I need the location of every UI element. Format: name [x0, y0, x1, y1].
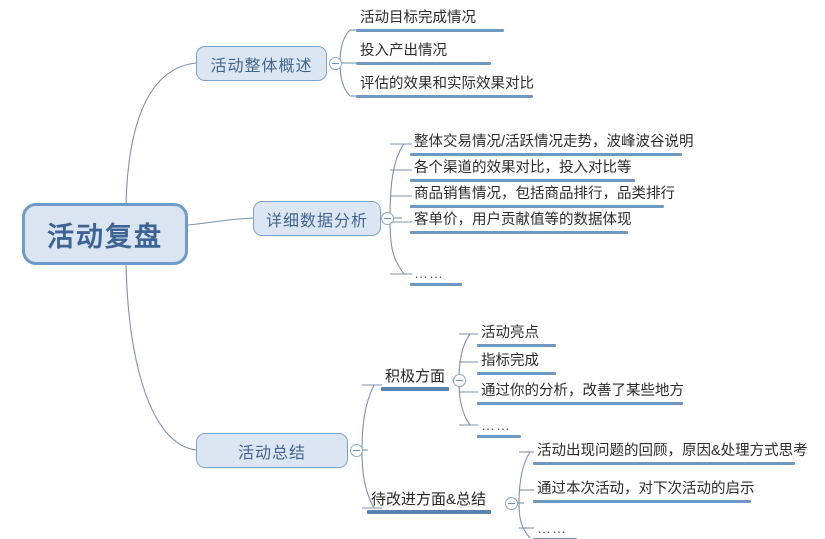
collapse-toggle-overview[interactable]: [329, 57, 342, 70]
leaf-node-label: 通过本次活动，对下次活动的启示: [537, 481, 755, 498]
leaf-node[interactable]: 投入产出情况: [356, 41, 491, 65]
leaf-node[interactable]: 指标完成: [477, 351, 556, 375]
leaf-node-label: ……: [414, 264, 444, 281]
branch-node-summary[interactable]: 活动总结: [196, 433, 348, 468]
leaf-underline: [533, 462, 795, 465]
root-node-label: 活动复盘: [47, 221, 163, 252]
branch-node-data-analysis[interactable]: 详细数据分析: [253, 201, 381, 236]
leaf-node[interactable]: 活动目标完成情况: [356, 8, 504, 32]
leaf-underline: [477, 435, 521, 438]
collapse-toggle-improvements[interactable]: [505, 497, 518, 510]
leaf-underline: [356, 62, 491, 65]
subbranch-node-positive-label: 积极方面: [385, 367, 446, 385]
leaf-underline: [410, 205, 664, 208]
subbranch-underline: [367, 510, 491, 514]
leaf-node-label: 通过你的分析，改善了某些地方: [481, 383, 684, 400]
leaf-underline: [410, 153, 682, 156]
branch-node-summary-label: 活动总结: [237, 444, 306, 462]
leaf-underline: [477, 344, 556, 347]
leaf-underline: [477, 372, 556, 375]
leaf-node-label: ……: [481, 416, 511, 433]
branch-node-data-analysis-label: 详细数据分析: [265, 212, 368, 230]
leaf-node-label: 活动亮点: [481, 325, 539, 342]
subbranch-underline: [381, 387, 449, 391]
leaf-underline: [410, 283, 462, 286]
leaf-node-label: 评估的效果和实际效果对比: [360, 76, 534, 93]
subbranch-node-positive[interactable]: 积极方面: [381, 365, 449, 391]
branch-node-overview[interactable]: 活动整体概述: [196, 46, 327, 81]
leaf-node-label: 各个渠道的效果对比，投入对比等: [414, 160, 632, 177]
subbranch-node-improvements-label: 待改进方面&总结: [371, 490, 487, 508]
subbranch-node-improvements[interactable]: 待改进方面&总结: [367, 488, 491, 514]
leaf-node-label: 整体交易情况/活跃情况走势，波峰波谷说明: [414, 134, 694, 151]
leaf-node[interactable]: 活动出现问题的回顾，原因&处理方式思考: [533, 441, 808, 465]
collapse-toggle-summary[interactable]: [350, 444, 363, 457]
leaf-node-label: ……: [537, 519, 567, 536]
leaf-node-label: 客单价，用户贡献值等的数据体现: [414, 212, 632, 229]
leaf-node[interactable]: 各个渠道的效果对比，投入对比等: [410, 158, 635, 182]
leaf-underline: [533, 500, 751, 503]
leaf-node-label: 活动出现问题的回顾，原因&处理方式思考: [537, 443, 808, 460]
leaf-node[interactable]: ……: [410, 262, 462, 286]
leaf-node-label: 投入产出情况: [360, 43, 447, 60]
leaf-underline: [356, 95, 533, 98]
leaf-underline: [410, 179, 635, 182]
leaf-node-label: 指标完成: [481, 353, 539, 370]
leaf-underline: [410, 231, 628, 234]
branch-node-overview-label: 活动整体概述: [210, 57, 313, 75]
collapse-toggle-positive[interactable]: [453, 374, 466, 387]
leaf-node-label: 商品销售情况，包括商品排行，品类排行: [414, 186, 675, 203]
leaf-node[interactable]: 整体交易情况/活跃情况走势，波峰波谷说明: [410, 132, 694, 156]
leaf-node[interactable]: ……: [533, 517, 577, 539]
collapse-toggle-data-analysis[interactable]: [381, 212, 394, 225]
leaf-node[interactable]: 商品销售情况，包括商品排行，品类排行: [410, 184, 675, 208]
leaf-node[interactable]: 客单价，用户贡献值等的数据体现: [410, 210, 632, 234]
leaf-node[interactable]: ……: [477, 414, 521, 438]
leaf-node[interactable]: 通过你的分析，改善了某些地方: [477, 381, 684, 405]
leaf-node[interactable]: 通过本次活动，对下次活动的启示: [533, 479, 755, 503]
root-node[interactable]: 活动复盘: [22, 203, 188, 265]
leaf-node-label: 活动目标完成情况: [360, 10, 476, 27]
leaf-underline: [477, 402, 683, 405]
leaf-underline: [356, 29, 504, 32]
leaf-node[interactable]: 评估的效果和实际效果对比: [356, 74, 534, 98]
leaf-node[interactable]: 活动亮点: [477, 323, 556, 347]
